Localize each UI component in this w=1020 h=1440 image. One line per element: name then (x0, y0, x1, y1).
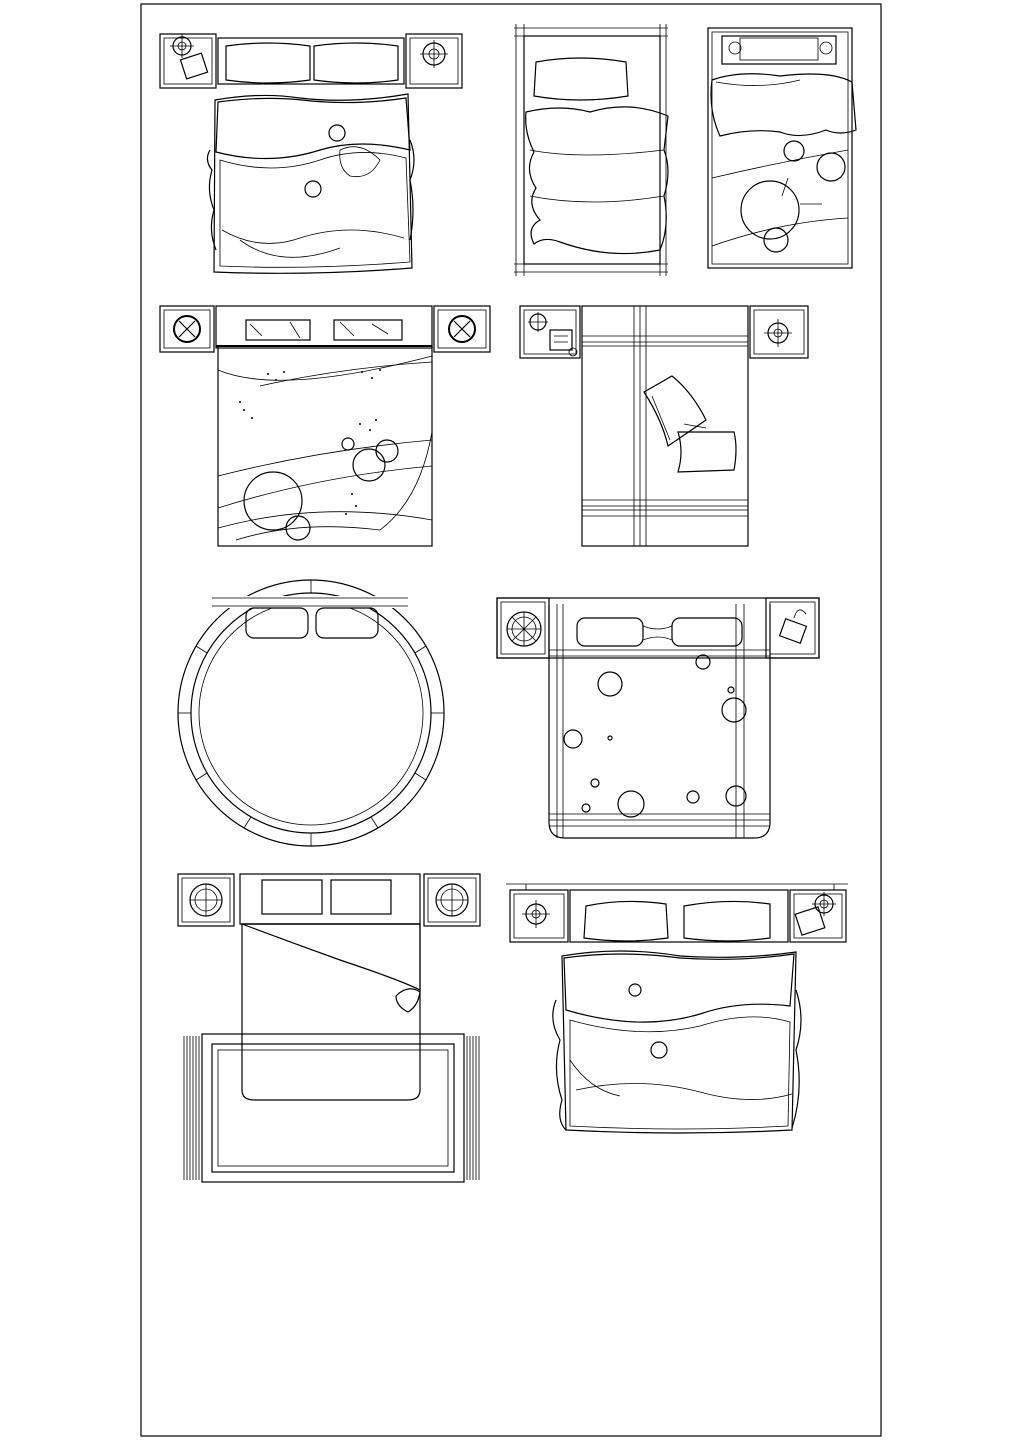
pillow (245, 607, 309, 639)
pillow (671, 617, 743, 647)
pillow (315, 607, 379, 639)
mattress (241, 923, 421, 1101)
quilt (525, 106, 669, 255)
mattress (213, 93, 413, 274)
bed-with-rug (177, 873, 481, 1183)
rug-fringe (183, 1036, 200, 1180)
pillow (245, 319, 311, 341)
quilt (710, 73, 857, 137)
quilt (219, 152, 411, 268)
single-bed-1 (514, 24, 669, 276)
headboard (215, 305, 433, 349)
pillow (583, 900, 669, 942)
bed-frame (707, 27, 853, 269)
bed-outer-ring (177, 579, 445, 847)
nightstand-right (749, 305, 809, 359)
pillow (683, 900, 771, 942)
nightstand-right (433, 305, 491, 353)
pillow (677, 431, 737, 473)
quilt-fold (563, 953, 795, 1023)
sheet-border (140, 3, 882, 1437)
pillow (261, 879, 323, 915)
pillow (225, 42, 311, 84)
nightstand-left (519, 305, 581, 359)
phone-icon (549, 329, 573, 351)
rug-fringe (466, 1036, 480, 1180)
phone-icon (179, 52, 209, 80)
mattress (561, 950, 797, 1134)
double-bed-quilt-2 (506, 883, 848, 1134)
nightstand-left (177, 873, 235, 927)
double-bed-quilt-1 (159, 33, 463, 274)
nightstand-right (789, 889, 847, 943)
phone-icon (794, 906, 826, 936)
pillow (313, 42, 399, 84)
nightstand-right (423, 873, 481, 927)
headboard (239, 873, 421, 925)
quilt-fold (215, 97, 411, 160)
mattress (581, 305, 749, 547)
headboard (217, 37, 405, 85)
headboard (569, 889, 789, 943)
mattress (523, 35, 661, 265)
quilt-fold (241, 923, 421, 991)
phone-icon (778, 618, 808, 644)
lamp-icon (448, 315, 476, 343)
nightstand-right (765, 597, 820, 659)
mattress (198, 600, 424, 826)
nightstand-right (405, 33, 463, 89)
pillow (330, 879, 392, 915)
pillow (533, 57, 629, 101)
pillow (643, 375, 707, 447)
round-bed (177, 579, 445, 847)
pillow (576, 617, 644, 647)
double-bed-wave (159, 305, 491, 547)
nightstand-left (159, 33, 217, 89)
lamp-icon (173, 315, 201, 343)
double-bed-bubbles (496, 597, 820, 839)
double-bed-striped (519, 305, 809, 547)
mattress (217, 345, 433, 547)
mattress (548, 604, 771, 839)
quilt (569, 1016, 791, 1130)
headboard (721, 35, 837, 65)
nightstand-left (159, 305, 215, 353)
pillow (333, 319, 403, 341)
nightstand-left (509, 889, 569, 943)
rug (201, 1033, 465, 1183)
single-bed-2 (707, 27, 857, 269)
